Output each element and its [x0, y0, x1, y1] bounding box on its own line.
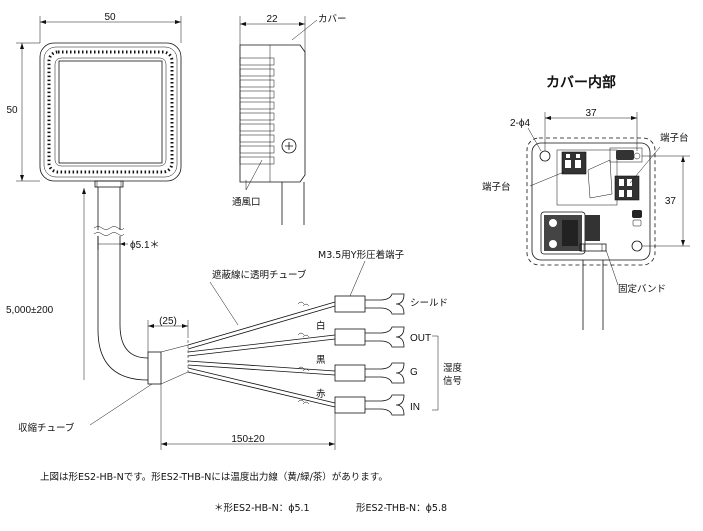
shrink-tube-label: 収縮チューブ — [18, 422, 75, 434]
wire-color-black: 黒 — [316, 355, 326, 366]
cover-inside-view: カバー内部 — [482, 74, 690, 330]
cover-inside-title: カバー内部 — [546, 74, 616, 91]
side-depth-dim: 22 — [266, 14, 278, 25]
cover-width-dim: 37 — [585, 108, 597, 119]
wire-name-out: OUT — [410, 333, 431, 344]
side-view: 22 カバー 通風口 — [232, 14, 347, 225]
terminal-block-label-left: 端子台 — [482, 181, 511, 193]
band-label: 固定バンド — [618, 283, 666, 295]
cable-length-dim: 5,000±200 — [6, 305, 54, 316]
front-view: 50 50 ϕ5.1＊ 5,000±200 収縮チューブ — [6, 12, 463, 450]
hole-label: 2-ϕ4 — [510, 118, 530, 129]
note-line-1: 上図は形ES2-HB-Nです。形ES2-THB-Nには温度出力線（黄/緑/茶）が… — [40, 471, 388, 483]
note-line-2a: ＊形ES2-HB-N：ϕ5.1 — [214, 502, 310, 514]
vent-label: 通風口 — [232, 197, 261, 208]
wire-color-red: 赤 — [316, 389, 326, 400]
terminal-label: M3.5用Y形圧着端子 — [318, 249, 405, 261]
wire-name-shield: シールド — [410, 298, 448, 309]
wire-name-g: G — [410, 367, 418, 378]
signal-label-line2: 信号 — [443, 375, 462, 387]
wire-color-white: 白 — [316, 320, 326, 332]
shield-tube-label: 遮蔽線に透明チューブ — [212, 269, 307, 281]
footnotes: 上図は形ES2-HB-Nです。形ES2-THB-Nには温度出力線（黄/緑/茶）が… — [40, 471, 447, 514]
terminal-block-label-right: 端子台 — [660, 132, 689, 144]
wire-length-dim: 150±20 — [231, 434, 265, 445]
crimp-terminals — [334, 293, 405, 416]
front-width-dim: 50 — [104, 12, 116, 23]
cable-diameter-label: ϕ5.1＊ — [130, 240, 160, 251]
cover-label: カバー — [318, 14, 347, 25]
signal-label-line1: 湿度 — [443, 362, 463, 374]
sleeve-length-dim: (25) — [159, 316, 177, 327]
cover-height-dim: 37 — [665, 196, 677, 207]
front-height-dim: 50 — [6, 105, 18, 116]
wire-name-in: IN — [410, 402, 420, 413]
note-line-2b: 形ES2-THB-N：ϕ5.8 — [356, 502, 447, 514]
